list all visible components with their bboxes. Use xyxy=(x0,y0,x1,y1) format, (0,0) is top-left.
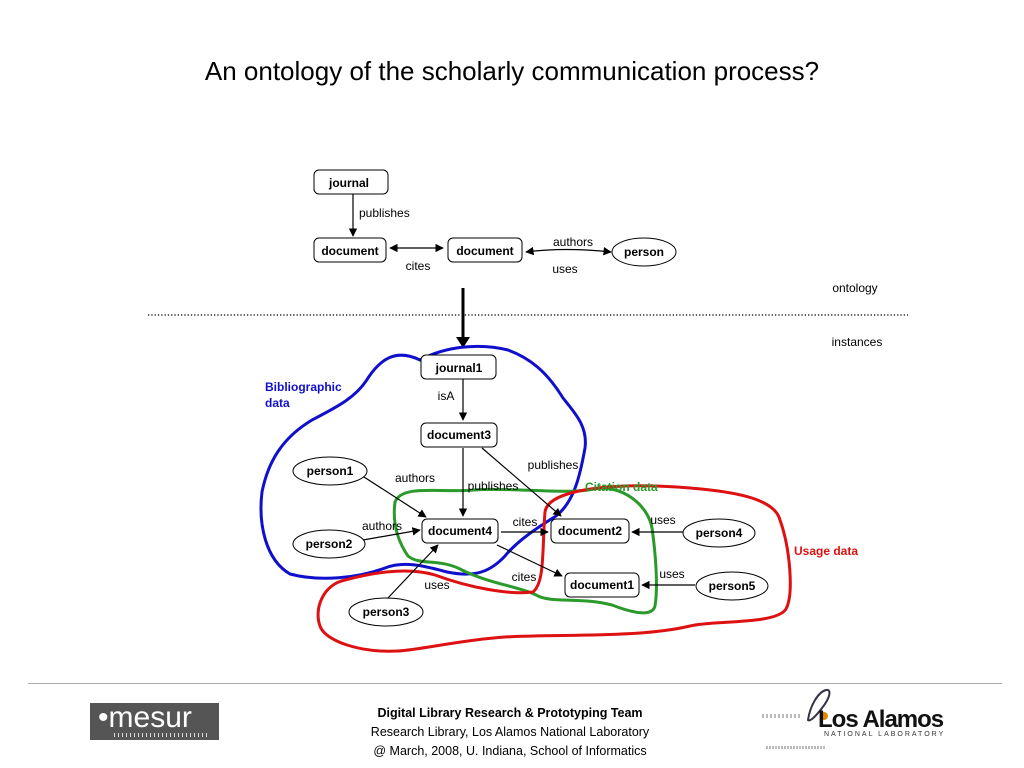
footer-organization: Research Library, Los Alamos National La… xyxy=(370,725,650,739)
mesur-logo-text: mesur xyxy=(108,701,192,734)
person2-node xyxy=(292,529,366,559)
document2-node-label: document2 xyxy=(558,524,622,538)
lanl-orbit-icon xyxy=(806,688,831,722)
journal-node-label: journal xyxy=(328,176,369,190)
person5-node xyxy=(695,571,769,601)
uses-edge-label: uses xyxy=(552,262,577,276)
bibliographic-region-label-line1: Bibliographic xyxy=(265,380,342,394)
footer-divider xyxy=(28,683,1002,684)
ontology-section-label: ontology xyxy=(832,281,877,295)
person1-node xyxy=(292,456,368,486)
person5-node-label: person5 xyxy=(709,579,756,593)
lanl-name: Los Alamos xyxy=(818,706,944,733)
publishes-d3-d2-edge xyxy=(481,447,562,517)
person3-node xyxy=(348,597,424,627)
journal1-node xyxy=(420,354,497,380)
mesur-logo-dot-icon: • xyxy=(98,701,109,734)
document1-node xyxy=(564,572,640,598)
document-node-left-label: document xyxy=(321,244,378,258)
authors-p2-edge xyxy=(362,527,421,541)
footer-event: @ March, 2008, U. Indiana, School of Inf… xyxy=(373,744,647,758)
footer-team-name: Digital Library Research & Prototyping T… xyxy=(377,706,643,720)
citation-region xyxy=(392,486,658,615)
ontology-section: journal publishes document cites documen… xyxy=(313,169,878,295)
cites-d4-d1-edge xyxy=(496,544,563,577)
uses-p3-edge-label: uses xyxy=(424,578,449,592)
document-node-mid xyxy=(447,237,523,263)
uses-p5-edge-label: uses xyxy=(659,567,684,581)
document-node-mid-label: document xyxy=(456,244,513,258)
cites-edge-label: cites xyxy=(406,259,431,273)
person1-node-label: person1 xyxy=(307,464,354,478)
journal1-node-label: journal1 xyxy=(435,361,483,375)
document-node-left xyxy=(313,237,387,263)
person2-node-label: person2 xyxy=(306,537,353,551)
uses-p4-edge-label: uses xyxy=(650,513,675,527)
publishes-edge-label: publishes xyxy=(359,206,410,220)
bibliographic-region-label-line2: data xyxy=(265,396,290,410)
publishes-d3-d2-edge-label: publishes xyxy=(528,458,579,472)
mesur-logo-ticks xyxy=(114,733,210,737)
authors-p1-edge-label: authors xyxy=(395,471,435,485)
uses-p3-edge xyxy=(386,544,439,600)
authors-edge-label: authors xyxy=(553,235,593,249)
cites-d4-d2-edge-label: cites xyxy=(513,515,538,529)
journal-node xyxy=(313,169,389,195)
document3-node-label: document3 xyxy=(427,428,491,442)
usage-region-label: Usage data xyxy=(794,544,858,558)
slide-title: An ontology of the scholarly communicati… xyxy=(204,56,820,86)
document3-node xyxy=(420,422,498,448)
person-node xyxy=(611,237,677,267)
lanl-fine-print xyxy=(762,714,802,718)
document1-node-label: document1 xyxy=(570,578,634,592)
person3-node-label: person3 xyxy=(363,605,410,619)
document4-node xyxy=(421,518,499,544)
lanl-fine-print-bottom xyxy=(766,746,826,749)
usage-region xyxy=(316,484,792,653)
person-node-label: person xyxy=(624,245,664,259)
mesur-logo: •mesur xyxy=(90,703,219,740)
isa-edge-label: isA xyxy=(438,389,455,403)
cites-d4-d1-edge-label: cites xyxy=(512,570,537,584)
ontology-diagram: journal publishes document cites documen… xyxy=(148,169,908,653)
authors-p2-edge-label: authors xyxy=(362,519,402,533)
authors-uses-edge xyxy=(525,246,612,256)
publishes-d3-d4-edge-label: publishes xyxy=(468,479,519,493)
instantiation-arrow-head xyxy=(456,337,470,348)
footer-credits: Digital Library Research & Prototyping T… xyxy=(300,704,720,761)
instances-section-label: instances xyxy=(832,335,883,349)
bibliographic-region xyxy=(259,344,587,580)
los-alamos-logo: Los Alamos NATIONAL LABORATORY xyxy=(760,682,960,752)
person4-node xyxy=(682,518,756,548)
authors-p1-edge xyxy=(363,476,427,518)
document2-node xyxy=(550,518,630,544)
citation-region-label: Citation data xyxy=(585,480,658,494)
person4-node-label: person4 xyxy=(696,526,743,540)
document4-node-label: document4 xyxy=(428,524,492,538)
lanl-subtitle: NATIONAL LABORATORY xyxy=(824,731,946,738)
